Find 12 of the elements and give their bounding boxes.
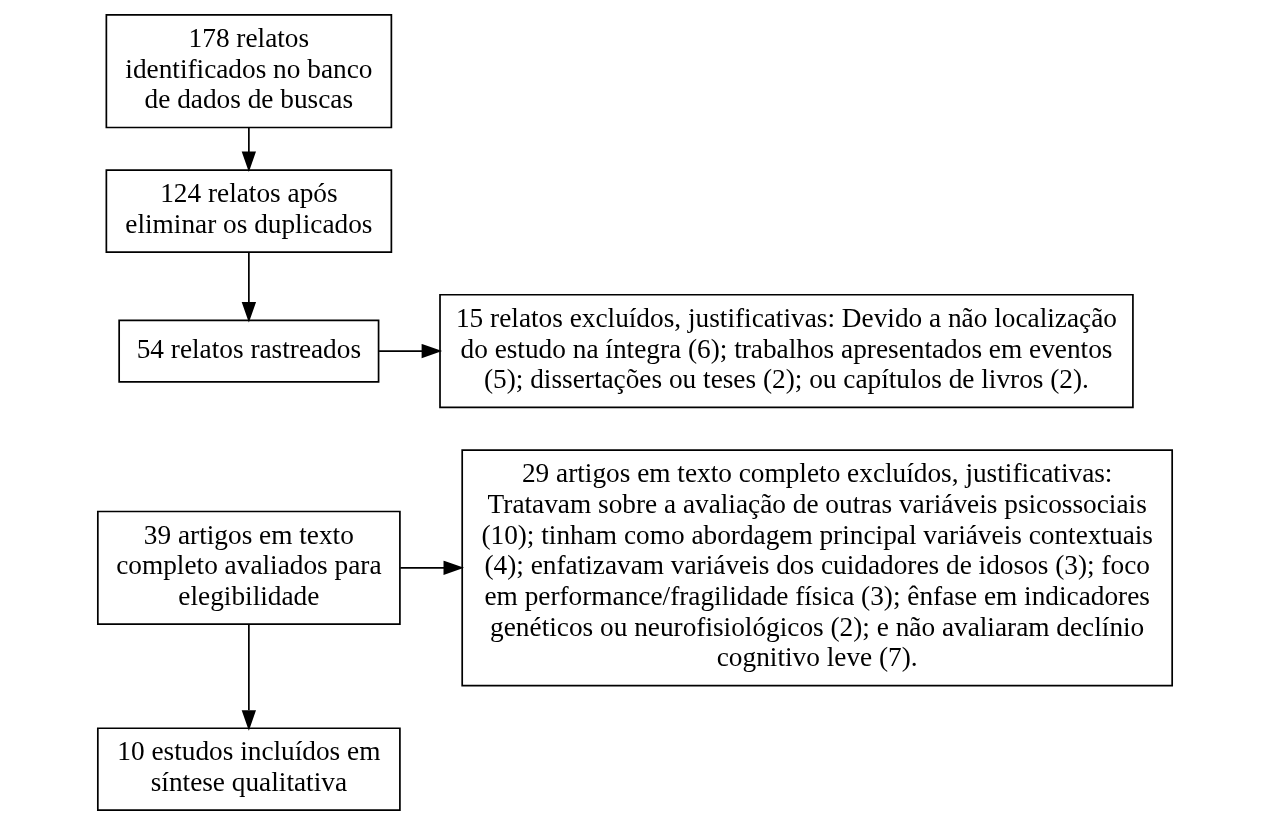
arrow <box>241 251 257 323</box>
arrow <box>399 560 464 575</box>
node-box: 39 artigos em texto completo avaliados para elegibilidade <box>96 510 401 625</box>
node-box: 54 relatos rastreados <box>118 319 380 383</box>
node-box: 124 relatos após eliminar os duplicados <box>105 169 393 253</box>
arrow <box>241 623 257 731</box>
arrow <box>378 343 443 359</box>
node-box: 10 estudos incluídos em síntese qualitativa <box>96 727 401 811</box>
arrow <box>241 126 257 172</box>
node-box: 15 relatos excluídos, justificativas: Devido a não localização do estudo na íntegra (6); trabalhos apresentados em eventos (5); dissertações ou teses (2); ou capítulos de livros (2). <box>439 293 1134 409</box>
node-box: 178 relatos identificados no banco de dados de buscas <box>105 14 393 129</box>
node-box: 29 artigos em texto completo excluídos, justificativas: Tratavam sobre a avaliação de outras variáveis psicossociais (10); tinham como abordagem principal variáveis contextuais (4); enfatizavam variáveis dos cuidadores de idosos (3); foco em performance/fragilidade física (3); ênfase em indicadores genéticos ou neurofisiológicos (2); e não avaliaram declínio cognitivo leve (7). <box>461 449 1174 687</box>
